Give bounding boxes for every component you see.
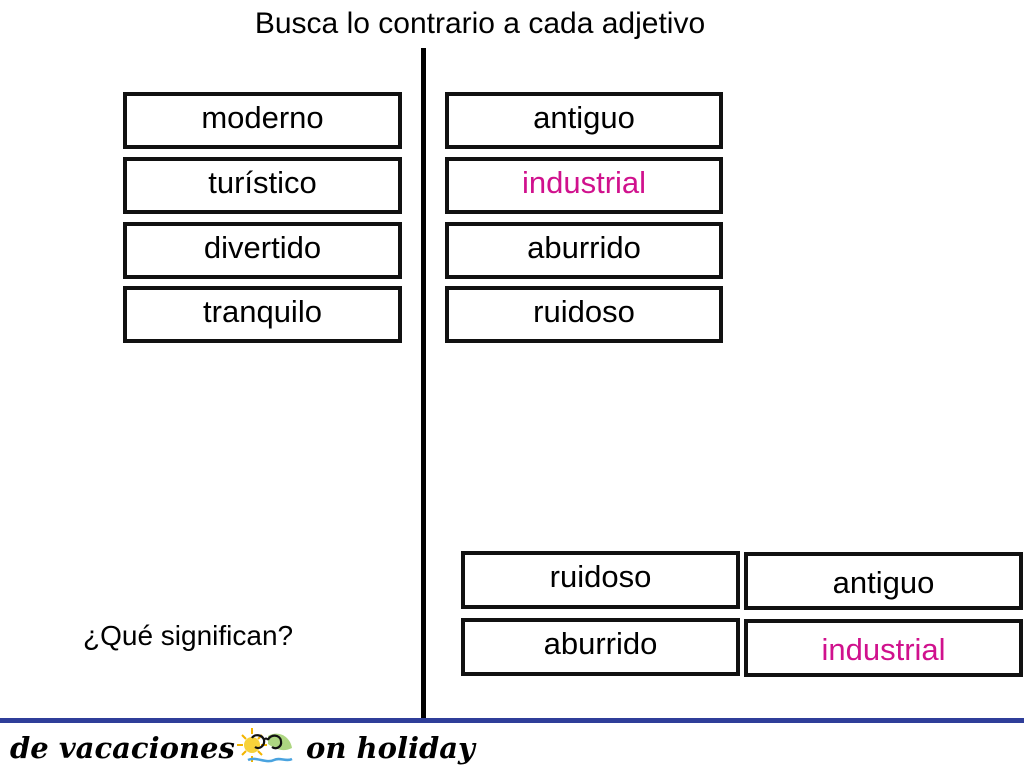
right-word-card-highlighted[interactable]: industrial: [445, 157, 723, 214]
column-divider: [421, 48, 426, 722]
footer-rule: [0, 718, 1024, 723]
right-word-card[interactable]: ruidoso: [445, 286, 723, 343]
left-word-card[interactable]: tranquilo: [123, 286, 402, 343]
bottom-word-label: aburrido: [543, 626, 658, 661]
right-word-label: antiguo: [533, 99, 635, 135]
bottom-word-label: antiguo: [832, 565, 935, 600]
right-word-card[interactable]: aburrido: [445, 222, 723, 279]
page-title: Busca lo contrario a cada adjetivo: [254, 7, 706, 40]
sun-sunglasses-logo-icon: [237, 728, 293, 763]
left-word-label: tranquilo: [203, 293, 322, 329]
left-word-card[interactable]: turístico: [123, 157, 402, 214]
question-text: ¿Qué significan?: [83, 620, 294, 651]
left-word-card[interactable]: divertido: [123, 222, 402, 279]
footer-right-text: on holiday: [306, 731, 475, 765]
bottom-word-tile[interactable]: antiguo: [744, 552, 1023, 610]
right-word-label: ruidoso: [533, 293, 635, 329]
left-word-label: divertido: [203, 229, 322, 265]
right-word-label: industrial: [521, 164, 647, 200]
right-word-label: aburrido: [527, 229, 641, 265]
bottom-word-tile-highlighted[interactable]: industrial: [744, 619, 1023, 677]
right-word-card[interactable]: antiguo: [445, 92, 723, 149]
left-word-label: moderno: [201, 99, 324, 135]
left-word-card[interactable]: moderno: [123, 92, 402, 149]
bottom-word-label: industrial: [821, 632, 946, 667]
left-word-label: turístico: [208, 164, 317, 200]
bottom-word-tile[interactable]: ruidoso: [461, 551, 740, 609]
footer-left-text: de vacaciones: [10, 731, 235, 765]
bottom-word-label: ruidoso: [549, 559, 652, 594]
footer-brand: de vacaciones on holiday: [0, 726, 520, 768]
bottom-word-tile[interactable]: aburrido: [461, 618, 740, 676]
